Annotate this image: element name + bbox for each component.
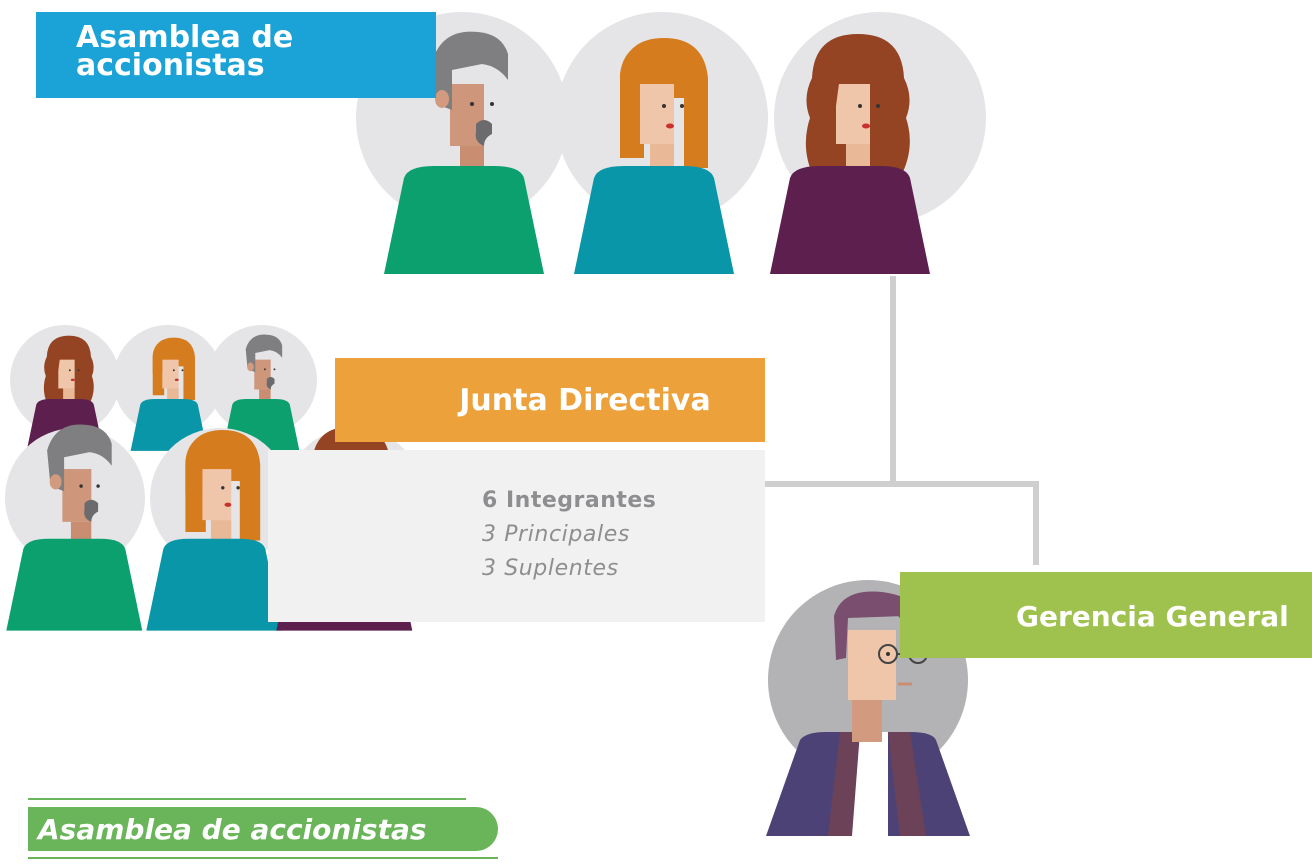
- management-title: Gerencia General: [1016, 600, 1289, 633]
- board-info: 6 Integrantes 3 Principales 3 Suplentes: [482, 484, 656, 586]
- board-info-box: [268, 450, 765, 622]
- board-group-small: [10, 325, 317, 451]
- board-banner: Junta Directiva: [335, 358, 765, 442]
- board-principals: 3 Principales: [482, 522, 630, 547]
- board-title: Junta Directiva: [459, 382, 711, 418]
- footer-rule-bottom: [28, 857, 498, 859]
- footer-label: Asamblea de accionistas: [38, 813, 427, 846]
- assembly-group: [356, 12, 986, 274]
- board-members: 6 Integrantes: [482, 488, 657, 513]
- footer-label-bar[interactable]: Asamblea de accionistas: [28, 807, 498, 851]
- assembly-title: Asamblea de accionistas: [76, 20, 294, 83]
- connector-lines: [765, 276, 1039, 565]
- management-banner: Gerencia General: [900, 572, 1312, 658]
- footer-rule-top: [28, 798, 466, 800]
- board-alternates: 3 Suplentes: [482, 556, 619, 581]
- assembly-banner: Asamblea de accionistas: [36, 12, 436, 98]
